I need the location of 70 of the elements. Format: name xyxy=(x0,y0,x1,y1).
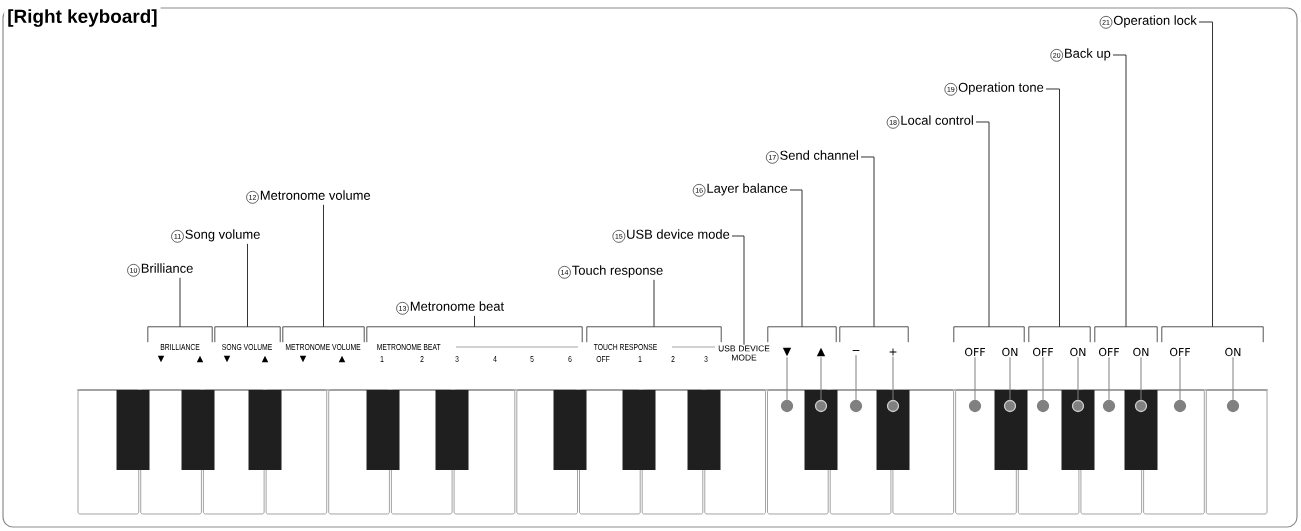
leader-line xyxy=(975,121,990,328)
leader-line xyxy=(474,315,475,328)
key-label: OFF xyxy=(1033,347,1053,357)
key-label: ON xyxy=(1133,347,1149,357)
bracket xyxy=(839,326,909,343)
leader-line xyxy=(1198,21,1213,328)
leader-line xyxy=(789,189,803,328)
leader-line xyxy=(1112,54,1127,328)
panel-label: ▲ xyxy=(261,355,269,363)
bracket xyxy=(1094,326,1158,343)
bracket xyxy=(282,326,365,343)
key-label: ▼ xyxy=(782,347,792,357)
panel-label: 2 xyxy=(671,356,675,362)
key-label: + xyxy=(889,348,897,356)
leader-line xyxy=(1140,356,1142,401)
panel-label: SONG VOLUME xyxy=(222,344,272,350)
leader-line xyxy=(892,356,894,401)
panel-label: OFF xyxy=(596,356,610,362)
key-label: ▲ xyxy=(816,347,826,357)
key-label: ON xyxy=(1002,347,1018,357)
panel-label: ▼ xyxy=(157,355,165,363)
bracket xyxy=(586,326,722,343)
key-label: OFF xyxy=(965,347,985,357)
leader-line xyxy=(1232,356,1234,401)
key-label: ON xyxy=(1070,347,1086,357)
leader-line xyxy=(1009,356,1011,401)
key-label: OFF xyxy=(1170,347,1190,357)
panel-label: 3 xyxy=(455,356,459,362)
panel-label: ▲ xyxy=(338,355,346,363)
panel-label: 1 xyxy=(380,356,384,362)
key-label: OFF xyxy=(1099,347,1119,357)
bracket xyxy=(147,326,213,343)
panel-label: 3 xyxy=(704,356,708,362)
bracket xyxy=(1161,326,1264,343)
leader-line xyxy=(323,204,324,328)
panel-label: ▼ xyxy=(299,355,307,363)
leader-line xyxy=(974,356,976,401)
key-label: ON xyxy=(1225,347,1241,357)
leader-line xyxy=(860,156,875,328)
leader-line xyxy=(1045,88,1060,328)
key-label: − xyxy=(852,350,860,351)
panel-label: 4 xyxy=(493,356,497,362)
bracket xyxy=(214,326,281,343)
panel-label: METRONOME VOLUME xyxy=(285,344,361,350)
leader-line xyxy=(1042,356,1044,401)
panel-label: METRONOME BEAT xyxy=(377,344,441,350)
leader-line xyxy=(1179,356,1181,401)
leader-line xyxy=(247,243,248,328)
panel-label: 1 xyxy=(638,356,642,362)
panel-label: 5 xyxy=(530,356,534,362)
bracket xyxy=(767,326,837,343)
panel-label: 2 xyxy=(420,356,424,362)
panel-label: USB DEVICE MODE xyxy=(718,345,770,361)
bracket xyxy=(953,326,1025,343)
panel-label: ▼ xyxy=(223,355,231,363)
title: [Right keyboard] xyxy=(4,6,161,30)
bracket xyxy=(366,326,583,343)
leader-line xyxy=(731,235,745,346)
panel-label: BRILLIANCE xyxy=(160,344,200,350)
leader-line xyxy=(786,356,788,401)
leader-line xyxy=(855,354,857,401)
leader-line xyxy=(1108,356,1110,401)
leader-line xyxy=(653,279,655,328)
leader-line xyxy=(179,277,181,328)
panel-label: TOUCH RESPONSE xyxy=(593,344,657,350)
bracket xyxy=(1028,326,1091,343)
leader-line xyxy=(1077,356,1079,401)
panel-label: 6 xyxy=(568,356,572,362)
leader-line xyxy=(820,356,822,401)
panel-label: ▲ xyxy=(196,355,204,363)
